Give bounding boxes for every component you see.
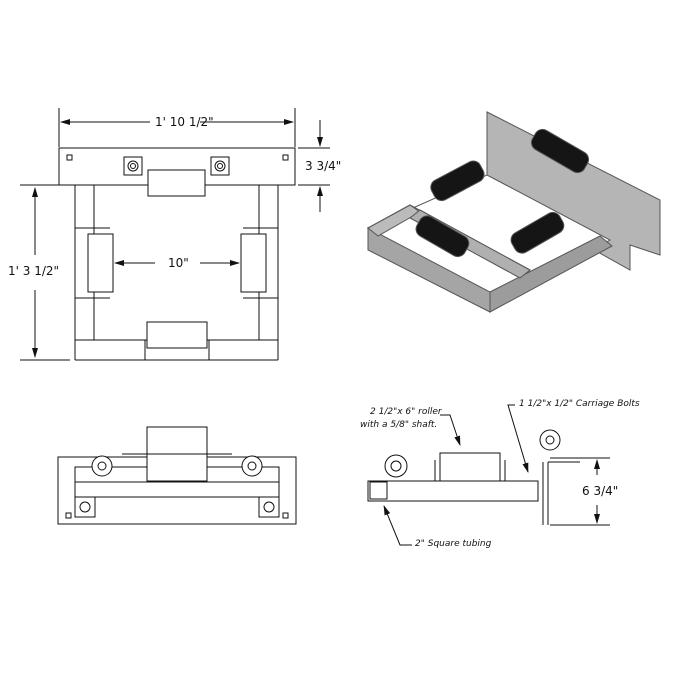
roller-note-line1: 2 1/2"x 6" roller [370, 407, 442, 417]
tubing-note: 2" Square tubing [415, 539, 492, 549]
side-view [367, 404, 610, 546]
roller-spacing-label: 10" [168, 256, 189, 270]
top-view [20, 108, 330, 361]
bolt-note: 1 1/2"x 1/2" Carriage Bolts [519, 399, 640, 409]
length-dimension-label: 1' 3 1/2" [8, 264, 60, 278]
front-view [57, 426, 297, 525]
width-dimension-label: 1' 10 1/2" [155, 115, 214, 129]
depth-dimension-label: 3 3/4" [305, 159, 342, 173]
roller-note-line2: with a 5/8" shaft. [360, 420, 438, 430]
height-dimension-label: 6 3/4" [582, 484, 619, 498]
isometric-view [366, 111, 661, 313]
